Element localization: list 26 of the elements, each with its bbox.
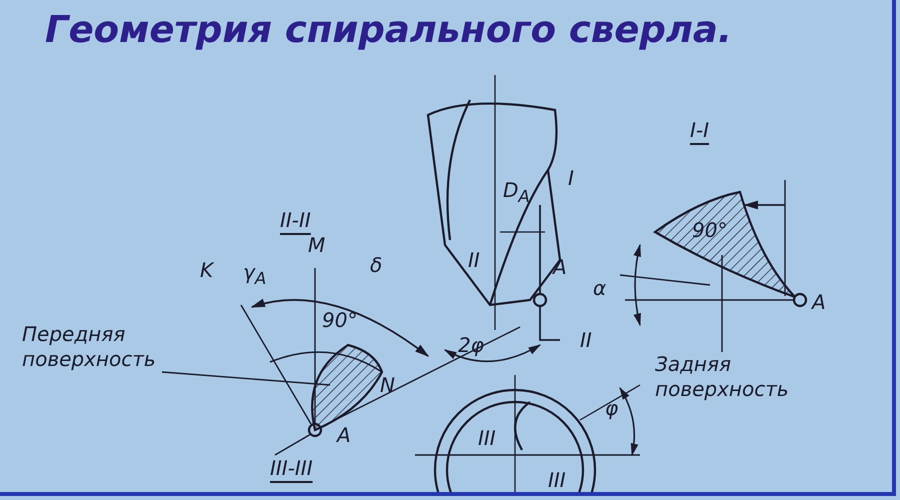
drawing-label: α xyxy=(593,278,606,298)
surface-label: Задняя поверхность xyxy=(655,352,795,402)
section-label: I-I xyxy=(690,120,710,140)
drawing-label: II xyxy=(468,250,480,270)
drawing-label: II xyxy=(580,330,592,350)
drawing-label: I xyxy=(568,168,574,188)
drawing-label: K xyxy=(200,260,214,280)
drawing-label: N xyxy=(380,375,395,395)
drawing-label: 2φ xyxy=(458,335,484,355)
drawing-label: M xyxy=(308,235,326,255)
drawing-label: γ$_{A}$ xyxy=(243,262,266,288)
drawing-label: III xyxy=(478,428,496,448)
drawing-label: III xyxy=(548,470,566,490)
drawing-label: φ xyxy=(605,398,618,418)
leader-line xyxy=(721,255,723,352)
drawing-label: A xyxy=(812,292,826,312)
drawing-label: 90° xyxy=(322,310,358,330)
section-label: II-II xyxy=(280,210,311,230)
drawing-label: δ xyxy=(370,255,382,275)
diagram-title: Геометрия спирального сверла. xyxy=(45,8,732,51)
section-label: III-III xyxy=(270,458,313,478)
surface-label: Передняя поверхность xyxy=(22,322,162,372)
hatched-area xyxy=(654,190,796,298)
drawing-label: D$_{A}$ xyxy=(503,180,530,206)
drawing-label: A xyxy=(337,425,351,445)
leader-line xyxy=(162,371,330,386)
